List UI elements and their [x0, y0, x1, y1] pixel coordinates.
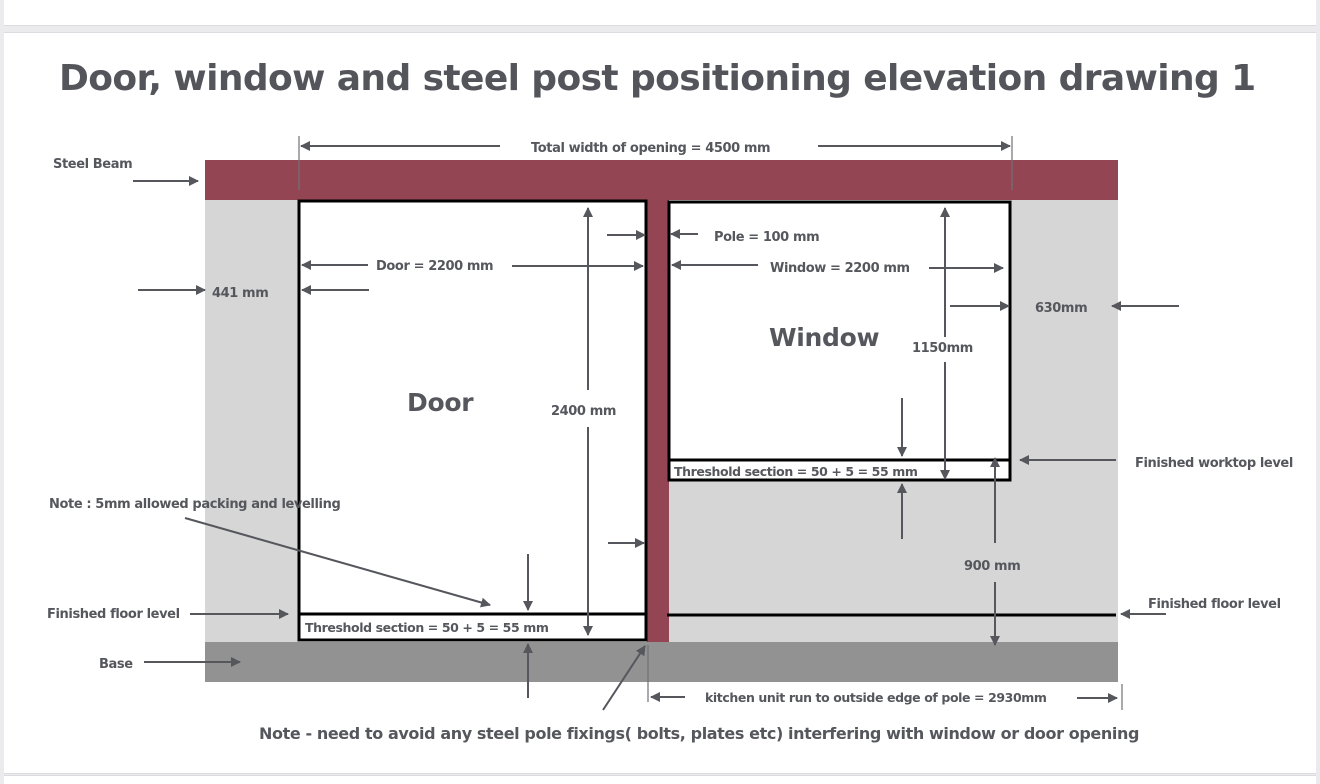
left-wall-width-label: 441 mm: [212, 286, 268, 301]
left-wall: [205, 199, 298, 642]
worktop-height-label: 900 mm: [964, 559, 1020, 574]
door-height-label: 2400 mm: [551, 404, 616, 419]
fixings-note-arrow: [602, 645, 646, 711]
window-name-label: Window: [769, 323, 880, 352]
window-threshold-label: Threshold section = 50 + 5 = 55 mm: [674, 464, 918, 479]
steel-beam: [205, 160, 1118, 200]
base-label: Base: [99, 657, 133, 672]
packing-note: Note : 5mm allowed packing and levelling: [49, 497, 340, 512]
floor-level-left-label: Finished floor level: [47, 607, 180, 622]
steel-beam-label: Steel Beam: [53, 157, 132, 172]
window-width-label: Window = 2200 mm: [770, 261, 910, 276]
previous-card: [4, 0, 1316, 26]
window-frame: [667, 200, 1012, 482]
base-slab: [205, 642, 1118, 682]
fixings-note: Note - need to avoid any steel pole fixi…: [259, 724, 1139, 743]
window-height-label: 1150mm: [912, 341, 973, 356]
floor-level-right-label: Finished floor level: [1148, 597, 1281, 612]
pole-label: Pole = 100 mm: [714, 230, 819, 245]
door-name-label: Door: [407, 388, 474, 417]
next-card: [4, 775, 1316, 784]
steel-pole: [647, 199, 669, 642]
page-title: Door, window and steel post positioning …: [59, 58, 1256, 99]
packing-note-arrow: [184, 517, 491, 608]
door-width-label: Door = 2200 mm: [376, 259, 493, 274]
door-threshold-label: Threshold section = 50 + 5 = 55 mm: [305, 620, 549, 635]
under-window-wall: [669, 481, 1011, 642]
worktop-level-label: Finished worktop level: [1135, 456, 1293, 471]
right-wall-width-label: 630mm: [1035, 301, 1087, 316]
kitchen-run-label: kitchen unit run to outside edge of pole…: [705, 690, 1047, 705]
total-width-label: Total width of opening = 4500 mm: [531, 141, 770, 156]
right-wall: [1011, 199, 1118, 642]
